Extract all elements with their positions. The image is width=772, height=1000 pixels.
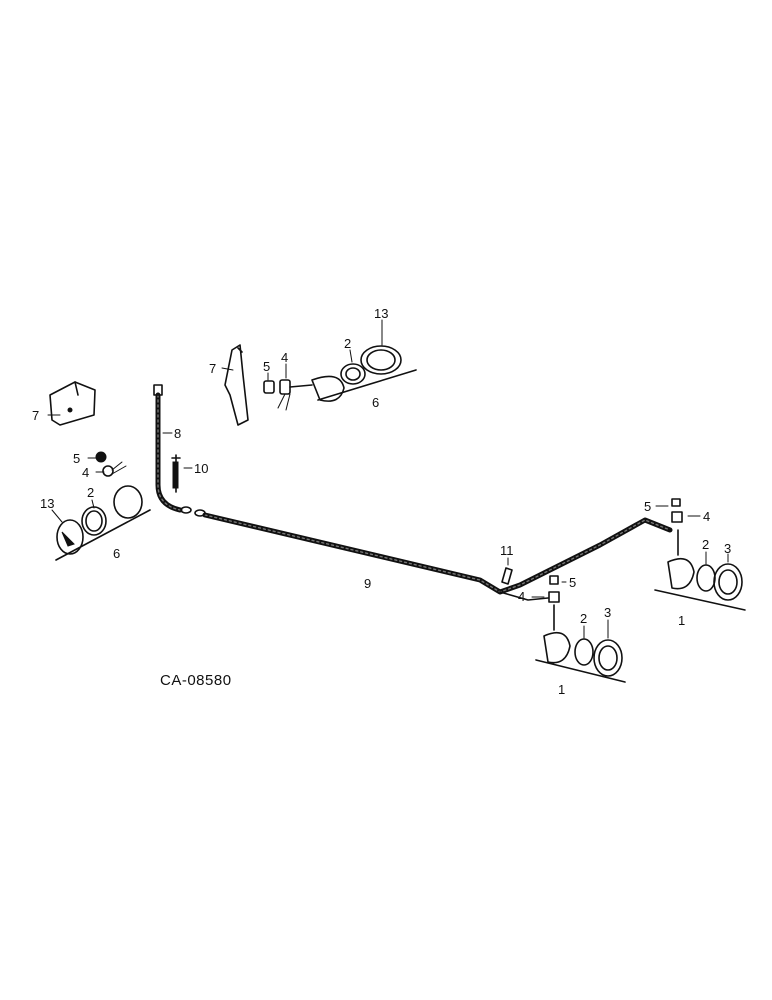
callout-1-right-upper: 1 bbox=[678, 613, 685, 628]
callout-6-upper: 6 bbox=[372, 395, 379, 410]
callout-5-right-lower: 5 bbox=[569, 575, 576, 590]
callout-6-left: 6 bbox=[113, 546, 120, 561]
lamp-assembly-upper bbox=[224, 344, 417, 426]
callout-1-right-lower: 1 bbox=[558, 682, 565, 697]
clip-part bbox=[501, 567, 513, 585]
callout-7-upper: 7 bbox=[209, 361, 216, 376]
callout-4-right-lower: 4 bbox=[518, 589, 525, 604]
wiring-harness-main bbox=[194, 509, 673, 601]
diagram-code: CA-08580 bbox=[160, 672, 232, 689]
lamp-assembly-right-lower bbox=[535, 575, 626, 683]
callout-4-left: 4 bbox=[82, 465, 89, 480]
callout-11: 11 bbox=[500, 543, 514, 558]
callout-10: 10 bbox=[194, 461, 208, 476]
callout-2-upper: 2 bbox=[344, 336, 351, 351]
callout-2-right-lower: 2 bbox=[580, 611, 587, 626]
callout-8: 8 bbox=[174, 426, 181, 441]
callout-7-left: 7 bbox=[32, 408, 39, 423]
callout-3-right-lower: 3 bbox=[604, 605, 611, 620]
callout-9: 9 bbox=[364, 576, 371, 591]
callout-5-upper: 5 bbox=[263, 359, 270, 374]
callout-4-right-upper: 4 bbox=[703, 509, 710, 524]
callout-2-left: 2 bbox=[87, 485, 94, 500]
lamp-assembly-left bbox=[49, 381, 151, 561]
callout-5-right-upper: 5 bbox=[644, 499, 651, 514]
callout-2-right-upper: 2 bbox=[702, 537, 709, 552]
callout-13-upper: 13 bbox=[374, 306, 388, 321]
callout-5-left: 5 bbox=[73, 451, 80, 466]
callout-13-left: 13 bbox=[40, 496, 54, 511]
leader-lines bbox=[47, 319, 729, 639]
callout-4-upper: 4 bbox=[281, 350, 288, 365]
wiring-harness-vertical bbox=[153, 384, 192, 514]
connector-part bbox=[171, 454, 181, 493]
callout-labels: 7 5 4 2 13 6 7 5 4 2 13 6 8 10 9 11 5 4 … bbox=[32, 306, 731, 697]
lamp-assembly-right-upper bbox=[654, 498, 746, 611]
callout-3-right-upper: 3 bbox=[724, 541, 731, 556]
